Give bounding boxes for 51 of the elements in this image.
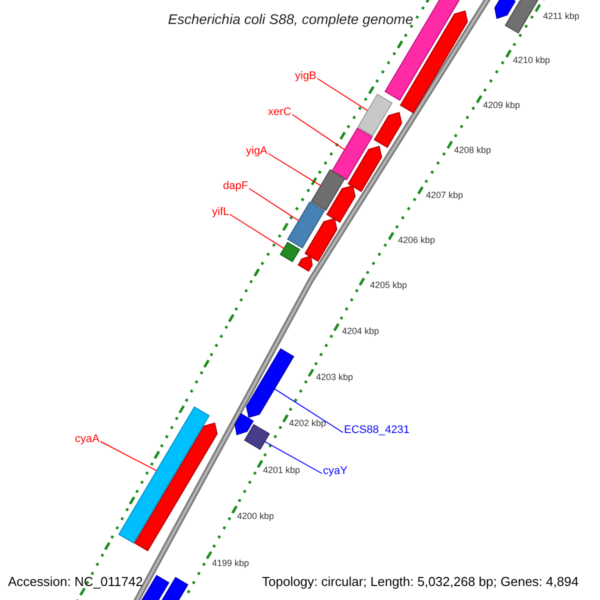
scale-label: 4199 kbp: [212, 558, 250, 570]
leader-line: [248, 188, 300, 222]
gene-label: yifL: [212, 206, 230, 219]
scale-label: 4209 kbp: [483, 100, 520, 112]
gene-label: xerC: [268, 106, 292, 119]
footer-text: Accession: NC_011742: [8, 574, 143, 590]
leader-line: [316, 78, 368, 112]
gene-feature: [298, 255, 313, 272]
gene-feature: [287, 202, 325, 248]
gene-feature: [118, 406, 210, 544]
scale-label: 4200 kbp: [237, 511, 274, 522]
leader-line: [264, 441, 322, 474]
gene-label: yigB: [295, 70, 316, 83]
leader-line: [230, 214, 284, 249]
gene-feature: [494, 0, 516, 19]
gene-feature: [310, 169, 346, 211]
leader-line: [274, 388, 344, 433]
gene-feature: [234, 413, 254, 436]
scale-label: 4201 kbp: [263, 465, 300, 476]
gene-feature: [160, 576, 188, 600]
leader-line: [100, 441, 158, 472]
scale-label: 4205 kbp: [370, 280, 408, 292]
gene-feature: [348, 146, 382, 192]
gene-feature: [246, 348, 294, 418]
gene-label: yigA: [246, 145, 268, 158]
title: Escherichia coli S88, complete genome: [168, 10, 414, 29]
footer-text: Topology: circular; Length: 5,032,268 bp; Genes: 4,894: [262, 574, 579, 590]
scale-label: 4206 kbp: [398, 235, 436, 246]
gene-feature: [504, 0, 540, 34]
gene-feature: [357, 94, 393, 136]
gene-feature: [326, 185, 356, 223]
scale-label: 4208 kbp: [454, 145, 492, 156]
scale-label: 4207 kbp: [426, 190, 464, 202]
gene-feature: [140, 574, 170, 600]
gene-label: ECS88_4231: [344, 424, 410, 437]
gene-feature: [280, 242, 300, 262]
gene-feature: [304, 218, 338, 262]
gene-label: cyaY: [323, 465, 348, 478]
gene-feature: [374, 112, 402, 148]
scale-label: 4202 kbp: [289, 418, 326, 430]
scale-label: 4203 kbp: [316, 372, 354, 384]
gene-label: dapF: [223, 180, 248, 193]
leader-line: [292, 114, 346, 150]
gene-label: cyaA: [75, 433, 100, 446]
scale-label: 4204 kbp: [342, 326, 380, 338]
gene-feature: [134, 422, 218, 552]
gene-feature: [331, 128, 373, 180]
scale-label: 4210 kbp: [513, 55, 550, 66]
gene-feature: [244, 424, 270, 450]
scale-label: 4211 kbp: [543, 11, 580, 22]
leader-line: [268, 153, 322, 186]
